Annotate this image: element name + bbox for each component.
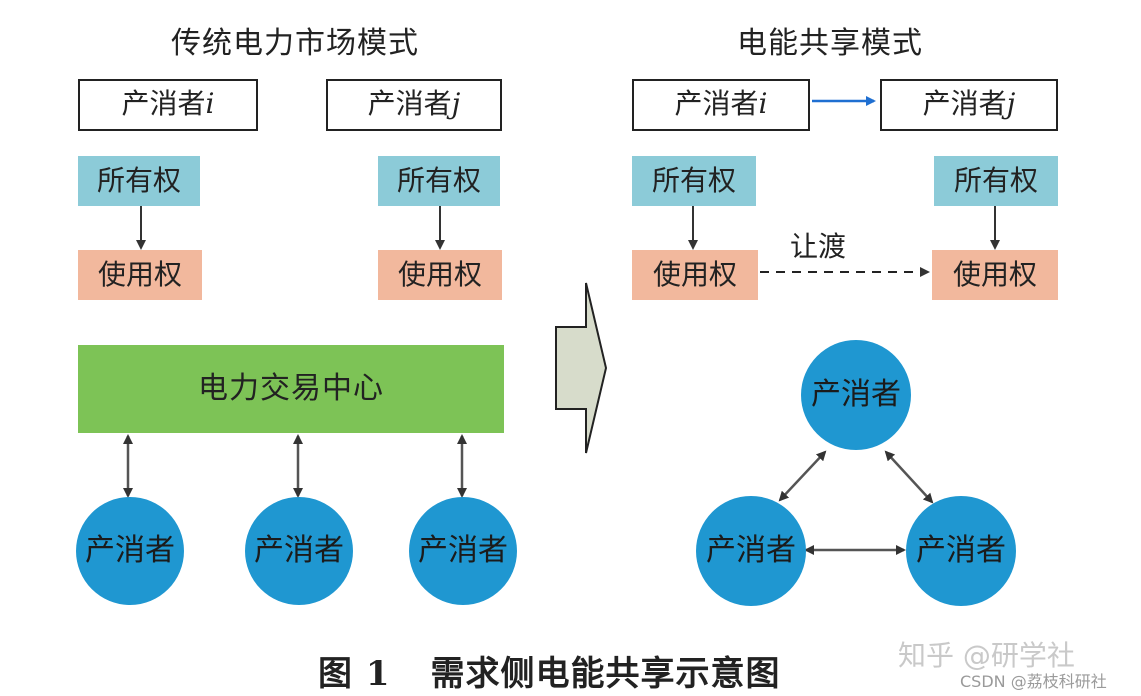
right-prosumer-node-left: 产消者 <box>696 496 806 606</box>
right-prosumer-i-index: i <box>758 87 768 120</box>
left-prosumer-i-index: i <box>205 87 215 120</box>
left-prosumer-node-1: 产消者 <box>76 497 184 605</box>
right-prosumer-j-index: j <box>1006 87 1016 120</box>
figure-number: 图 1 <box>318 654 391 694</box>
right-panel-title: 电能共享模式 <box>737 26 923 61</box>
left-prosumer-i-label: 产消者 <box>121 87 206 120</box>
figure-caption: 图 1 需求侧电能共享示意图 <box>318 646 781 695</box>
transfer-label: 让渡 <box>790 230 847 263</box>
right-prosumer-node-top: 产消者 <box>801 340 911 450</box>
figure-caption-text: 需求侧电能共享示意图 <box>430 654 781 694</box>
right-i-ownership: 所有权 <box>632 156 756 206</box>
right-j-usage: 使用权 <box>932 250 1058 300</box>
right-j-ownership: 所有权 <box>934 156 1058 206</box>
left-i-usage: 使用权 <box>78 250 202 300</box>
left-prosumer-node-3: 产消者 <box>409 497 517 605</box>
right-prosumer-j-box: 产消者j <box>880 79 1058 131</box>
watermark-csdn: CSDN @荔枝科研社 <box>960 672 1107 691</box>
left-prosumer-j-index: j <box>451 87 461 120</box>
transition-arrow-icon <box>555 282 608 454</box>
left-panel-title: 传统电力市场模式 <box>171 26 419 61</box>
tri-top-right-link <box>884 450 934 504</box>
watermark-zhihu: 知乎 @研学社 <box>898 639 1075 672</box>
right-prosumer-node-right: 产消者 <box>906 496 1016 606</box>
left-j-usage: 使用权 <box>378 250 502 300</box>
right-prosumer-j-label: 产消者 <box>922 87 1007 120</box>
left-prosumer-node-2: 产消者 <box>245 497 353 605</box>
left-i-ownership: 所有权 <box>78 156 200 206</box>
right-prosumer-i-box: 产消者i <box>632 79 810 131</box>
right-i-usage: 使用权 <box>632 250 758 300</box>
left-j-ownership: 所有权 <box>378 156 500 206</box>
left-prosumer-j-label: 产消者 <box>367 87 452 120</box>
trading-center: 电力交易中心 <box>78 345 504 433</box>
tri-top-left-link <box>778 450 827 502</box>
right-prosumer-i-label: 产消者 <box>674 87 759 120</box>
left-prosumer-i-box: 产消者i <box>78 79 258 131</box>
left-prosumer-j-box: 产消者j <box>326 79 502 131</box>
